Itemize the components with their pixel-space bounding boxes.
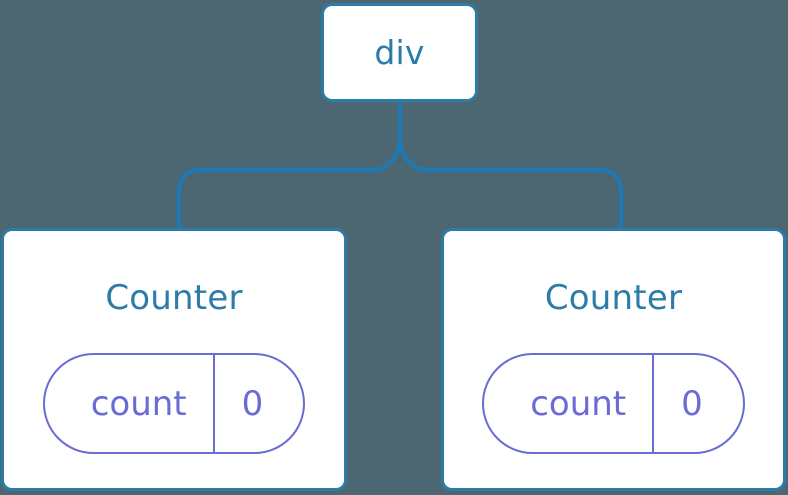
state-key-label: count <box>530 383 627 424</box>
node-div-label: div <box>374 33 425 72</box>
state-key-label: count <box>90 383 187 424</box>
state-pill-count-left[interactable]: count 0 <box>42 353 306 454</box>
state-pill-count-right[interactable]: count 0 <box>482 353 745 454</box>
node-counter-right-title: Counter <box>544 278 683 318</box>
node-counter-right[interactable]: Counter count 0 <box>441 228 786 491</box>
node-div[interactable]: div <box>321 3 478 102</box>
edge-div-to-counter-left <box>176 101 403 228</box>
state-pill-divider <box>652 355 655 452</box>
node-counter-left[interactable]: Counter count 0 <box>1 228 347 491</box>
state-pill-divider <box>212 355 215 452</box>
node-counter-left-title: Counter <box>105 278 243 318</box>
state-value-label: 0 <box>681 383 703 424</box>
state-value-label: 0 <box>241 383 264 424</box>
edge-div-to-counter-right <box>397 101 624 228</box>
